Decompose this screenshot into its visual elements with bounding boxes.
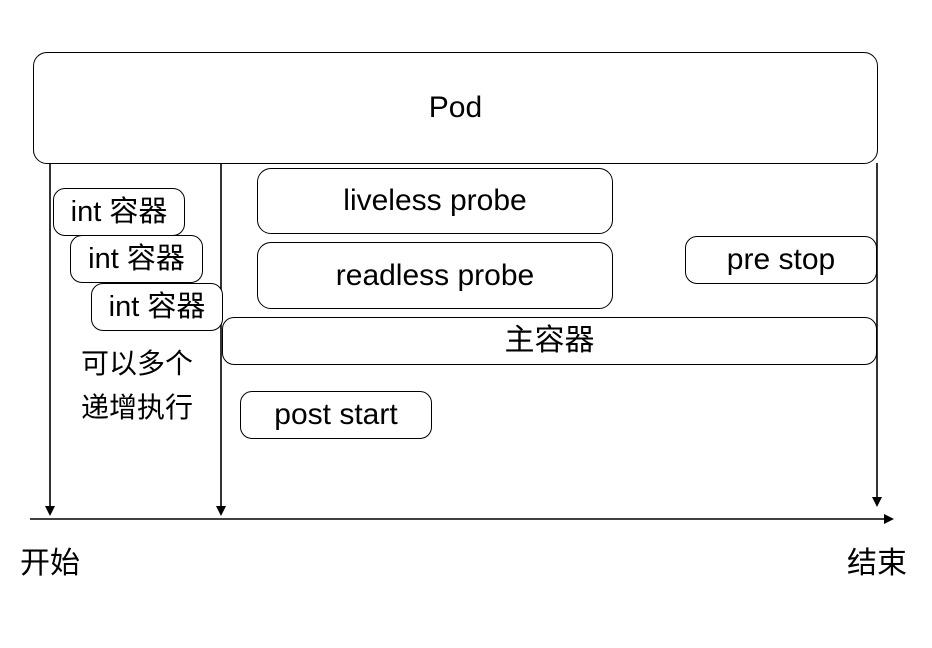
post-start-box: post start	[240, 391, 432, 439]
pre-stop-box: pre stop	[685, 236, 877, 284]
pre-stop-label: pre stop	[726, 243, 836, 276]
liveness-probe-label: liveless probe	[343, 184, 527, 217]
readiness-probe-label: readless probe	[335, 258, 535, 292]
init-container-label: int 容器	[108, 290, 206, 323]
readiness-probe-box: readless probe	[257, 242, 613, 309]
liveness-probe-box: liveless probe	[257, 168, 613, 234]
pod-label: Pod	[428, 91, 483, 124]
main-container-label: 主容器	[504, 324, 595, 357]
init-container-box: int 容器	[70, 235, 203, 283]
init-container-label: int 容器	[70, 195, 168, 228]
main-container-box: 主容器	[222, 317, 877, 365]
post-start-label: post start	[274, 398, 398, 431]
pod-box: Pod	[33, 52, 878, 164]
init-note-line: 可以多个	[80, 348, 193, 379]
init-note: 可以多个 递增执行	[62, 342, 212, 430]
timeline-end-label: 结束	[847, 547, 907, 580]
init-container-box: int 容器	[53, 188, 185, 236]
init-note-line: 递增执行	[80, 392, 193, 423]
init-container-label: int 容器	[88, 242, 185, 275]
init-container-box: int 容器	[91, 283, 223, 331]
timeline-start-label: 开始	[20, 547, 80, 580]
